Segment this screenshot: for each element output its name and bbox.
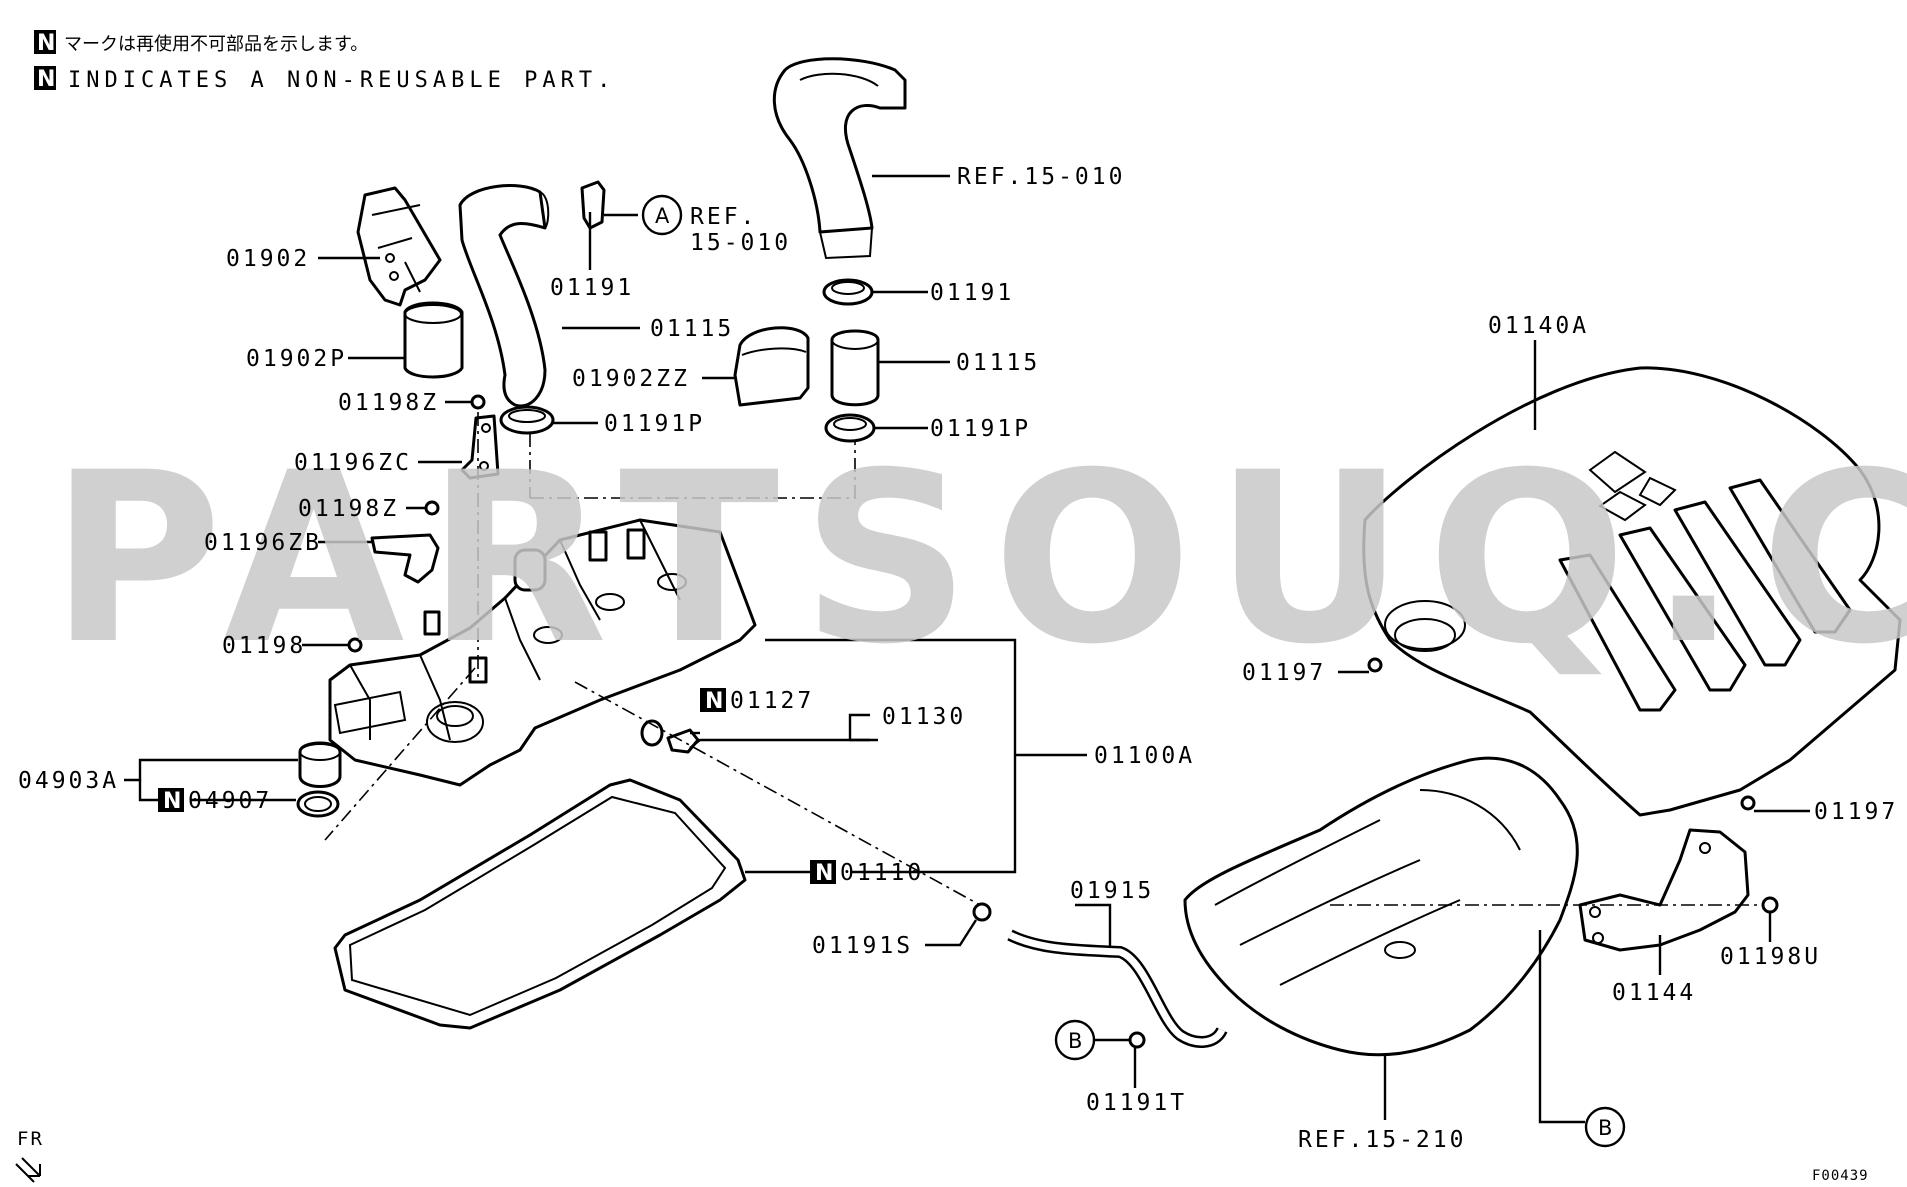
bolt-01198U xyxy=(1761,896,1779,914)
callout-b-right-letter: B xyxy=(1598,1116,1612,1140)
label-01191-right: 01191 xyxy=(930,280,1014,306)
callout-b-left xyxy=(1054,1019,1096,1061)
label-01130: 01130 xyxy=(882,704,966,730)
label-01191P-left: 01191P xyxy=(604,411,705,437)
n-marker-letter: N xyxy=(37,31,55,56)
label-01198: 01198 xyxy=(222,633,306,659)
label-01191T: 01191T xyxy=(1086,1090,1187,1116)
label-01198Z-1: 01198Z xyxy=(338,390,439,416)
n-marker-01110: N xyxy=(815,861,833,886)
callouts: A B B xyxy=(641,194,1626,1148)
hose-01115-right xyxy=(830,329,880,407)
label-01196ZB: 01196ZB xyxy=(204,530,322,556)
label-01100A: 01100A xyxy=(1094,743,1195,769)
grommet-01197-left xyxy=(1367,657,1383,673)
label-01902ZZ: 01902ZZ xyxy=(572,366,690,392)
label-04903A: 04903A xyxy=(18,768,119,794)
clamp-01191-right xyxy=(822,278,874,306)
heat-protector-01902ZZ xyxy=(733,326,810,407)
clip-01191-top xyxy=(580,180,606,230)
bracket-01144 xyxy=(1578,828,1750,952)
part-labels: REF.15-010 REF. 15-010 01902 01191 01115… xyxy=(18,164,1898,1153)
clamp-01191T xyxy=(1128,1031,1146,1049)
figure-code: F00439 xyxy=(1812,1168,1869,1184)
label-01902: 01902 xyxy=(226,246,310,272)
clamp-01191S xyxy=(972,902,992,922)
non-reusable-markers: N N N xyxy=(158,688,836,886)
note-english: INDICATES A NON-REUSABLE PART. xyxy=(68,68,615,93)
bracket-01196ZB xyxy=(370,533,440,584)
legend-note: N マークは再使用不可部品を示します。 N INDICATES A NON-RE… xyxy=(34,30,615,93)
label-01902P: 01902P xyxy=(246,346,347,372)
fr-arrow-icon xyxy=(15,1157,41,1183)
label-01127: 01127 xyxy=(730,688,814,714)
label-01196ZC: 01196ZC xyxy=(294,450,412,476)
oil-filler-cap-04903A xyxy=(298,741,342,788)
n-marker-icon xyxy=(34,30,56,54)
label-04907: 04907 xyxy=(188,788,272,814)
engine-cover-01140A xyxy=(1362,366,1902,817)
label-01191P-right: 01191P xyxy=(930,416,1031,442)
n-marker-icon xyxy=(34,66,56,90)
label-ref-15-010-top: REF.15-010 xyxy=(957,164,1125,190)
part-drawings xyxy=(296,57,1902,1057)
label-01110: 01110 xyxy=(840,860,924,886)
heat-protector-01902 xyxy=(356,186,442,307)
leader-lines xyxy=(124,174,1810,1124)
label-01140A: 01140A xyxy=(1488,313,1589,339)
label-ref-15-010-a-line2: 15-010 xyxy=(690,230,791,256)
callout-a-letter: A xyxy=(655,204,670,228)
label-ref-15-010-a-line1: REF. xyxy=(690,204,757,230)
grommet-01197-right xyxy=(1740,795,1756,811)
bolt-01198Z-1 xyxy=(470,394,486,410)
label-01115-left: 01115 xyxy=(650,316,734,342)
intake-manifold-ref-15-210 xyxy=(1183,756,1579,1057)
label-01191S: 01191S xyxy=(812,933,913,959)
rocker-cover-gasket-01110 xyxy=(333,778,747,1030)
air-hose-ref-15-010 xyxy=(772,57,907,234)
label-01144: 01144 xyxy=(1612,980,1696,1006)
label-01915: 01915 xyxy=(1070,878,1154,904)
label-01191-top: 01191 xyxy=(550,275,634,301)
label-01198U: 01198U xyxy=(1720,944,1821,970)
label-01197-right: 01197 xyxy=(1814,799,1898,825)
callout-b-right xyxy=(1584,1106,1626,1148)
note-japanese: マークは再使用不可部品を示します。 xyxy=(64,34,368,55)
heat-protector-01902P xyxy=(403,301,464,379)
front-direction-indicator: FR xyxy=(15,1128,44,1183)
rocker-cover-01100A xyxy=(328,518,757,787)
n-marker-01127: N xyxy=(705,689,723,714)
label-01197-left: 01197 xyxy=(1242,660,1326,686)
callout-a xyxy=(641,194,683,236)
n-marker-letter: N xyxy=(37,67,55,92)
callout-b-left-letter: B xyxy=(1068,1029,1082,1053)
gasket-04907 xyxy=(296,790,340,818)
clamp-01191P-left xyxy=(499,405,555,435)
fr-label: FR xyxy=(17,1128,44,1150)
watermark: PARTSOUQ.COM xyxy=(50,423,1907,696)
label-01115-right: 01115 xyxy=(956,350,1040,376)
label-01198Z-2: 01198Z xyxy=(298,496,399,522)
hose-01115-left xyxy=(458,184,547,408)
n-marker-04907: N xyxy=(163,789,181,814)
label-ref-15-210: REF.15-210 xyxy=(1298,1127,1466,1153)
